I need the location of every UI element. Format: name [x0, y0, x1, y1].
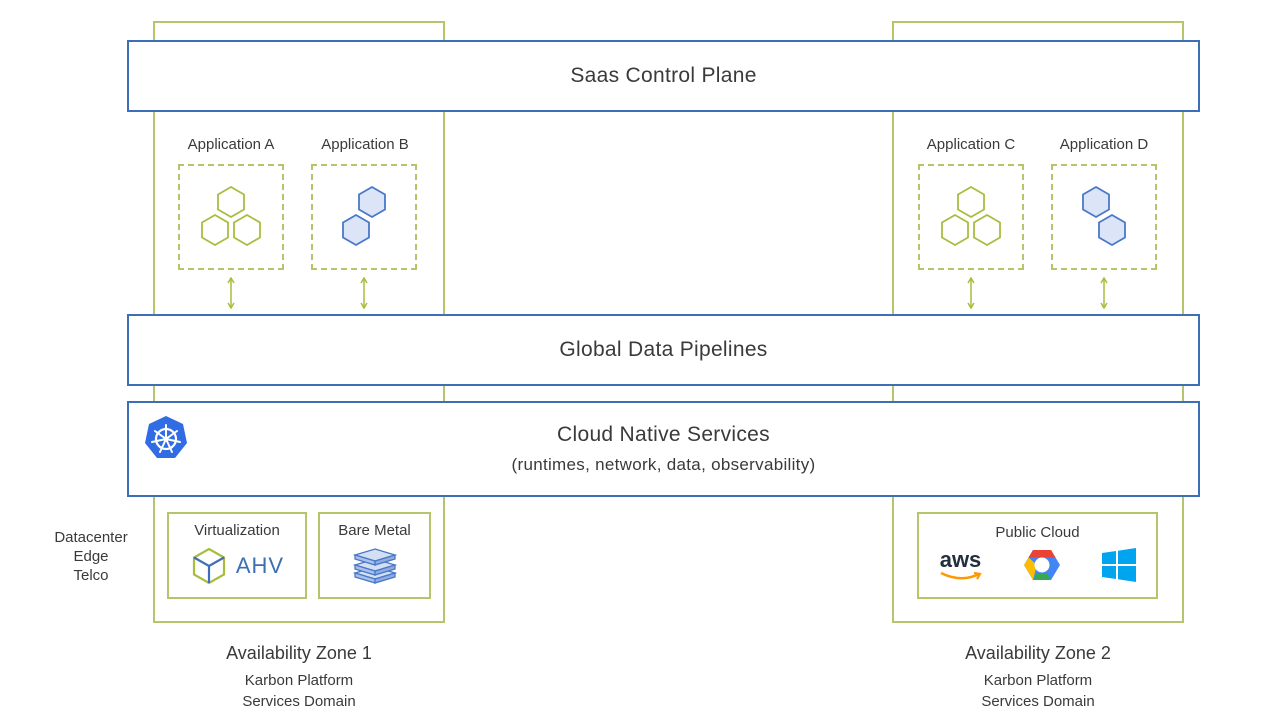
bidirectional-arrow-icon [967, 277, 975, 309]
zone-2-platform-label: Karbon Platform [983, 672, 1093, 689]
virtualization-label: Virtualization [194, 522, 280, 539]
windows-azure-icon [1101, 548, 1136, 582]
application-a-box [178, 164, 284, 270]
availability-zone-1-subtitle: Karbon Platform Services Domain [169, 670, 429, 712]
aws-label: aws [939, 547, 982, 572]
application-d-label: Application D [1059, 136, 1149, 153]
google-cloud-icon [1023, 550, 1060, 580]
bare-metal-box: Bare Metal [318, 512, 431, 599]
cloud-native-services: Cloud Native Services (runtimes, network… [127, 401, 1200, 497]
application-d-box [1051, 164, 1157, 270]
global-data-pipelines-label: Global Data Pipelines [559, 338, 768, 361]
availability-zone-2-subtitle: Karbon Platform Services Domain [908, 670, 1168, 712]
bidirectional-arrow-icon [1100, 277, 1108, 309]
server-stack-icon [352, 548, 397, 584]
public-cloud-box: Public Cloud aws [917, 512, 1158, 599]
bidirectional-arrow-icon [360, 277, 368, 309]
aws-logo-icon: aws [939, 549, 983, 581]
edge-label: Edge [73, 548, 109, 565]
bidirectional-arrow-icon [227, 277, 235, 309]
triple-hex-icon [941, 185, 1001, 247]
telco-label: Telco [73, 567, 109, 584]
zone-2-domain-label: Services Domain [981, 693, 1095, 710]
availability-zone-1-title: Availability Zone 1 [226, 643, 372, 663]
double-hex-icon [1082, 185, 1126, 247]
ahv-cube-icon [192, 547, 225, 585]
cloud-native-services-title: Cloud Native Services [557, 423, 770, 446]
application-b-label: Application B [321, 136, 409, 153]
ahv-label: AHV [235, 553, 285, 578]
saas-control-plane-label: Saas Control Plane [570, 64, 757, 87]
public-cloud-label: Public Cloud [995, 524, 1080, 541]
kubernetes-icon [145, 416, 187, 458]
bare-metal-label: Bare Metal [338, 522, 411, 539]
aws-smile-icon [939, 571, 982, 580]
saas-control-plane: Saas Control Plane [127, 40, 1200, 112]
application-b-box [311, 164, 417, 270]
virtualization-box: Virtualization AHV [167, 512, 307, 599]
availability-zone-2-title: Availability Zone 2 [965, 643, 1111, 663]
datacenter-label: Datacenter [54, 529, 128, 546]
global-data-pipelines: Global Data Pipelines [127, 314, 1200, 386]
application-a-label: Application A [187, 136, 275, 153]
application-c-box [918, 164, 1024, 270]
application-c-label: Application C [926, 136, 1016, 153]
zone-1-domain-label: Services Domain [242, 693, 356, 710]
deployment-targets-label: Datacenter Edge Telco [40, 528, 142, 585]
triple-hex-icon [201, 185, 261, 247]
zone-1-platform-label: Karbon Platform [244, 672, 354, 689]
double-hex-icon [342, 185, 386, 247]
cloud-native-services-subtitle: (runtimes, network, data, observability) [511, 455, 816, 474]
